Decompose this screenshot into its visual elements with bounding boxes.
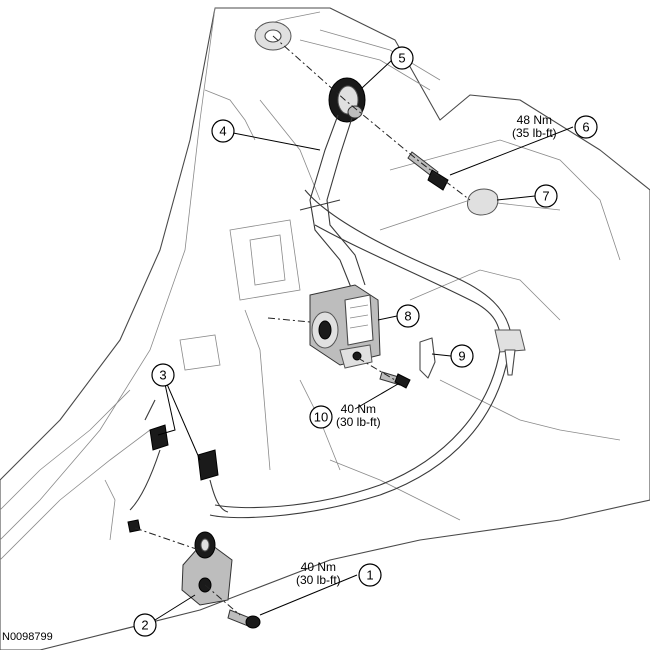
leader-lines bbox=[154, 59, 574, 621]
lower-anchor bbox=[181, 531, 261, 629]
torque-spec-item1: 40 Nm (30 lb-ft) bbox=[296, 561, 341, 587]
trim-clip bbox=[419, 337, 436, 379]
svg-text:2: 2 bbox=[141, 618, 148, 633]
svg-text:1: 1 bbox=[366, 568, 373, 583]
torque-spec-metric: 40 Nm bbox=[300, 560, 337, 574]
torque-spec-metric: 48 Nm bbox=[516, 113, 553, 127]
svg-text:4: 4 bbox=[219, 124, 226, 139]
retractor-bolt bbox=[379, 371, 411, 389]
torque-spec-imperial: (30 lb-ft) bbox=[296, 573, 341, 587]
lower-nut bbox=[127, 519, 141, 533]
callout-4: 4 bbox=[211, 119, 235, 143]
callout-7: 7 bbox=[534, 184, 558, 208]
figure-code: N0098799 bbox=[2, 631, 53, 643]
svg-text:3: 3 bbox=[159, 368, 166, 383]
svg-text:6: 6 bbox=[582, 120, 589, 135]
shoulder-belt-guide bbox=[328, 77, 366, 123]
torque-spec-item10: 40 Nm (30 lb-ft) bbox=[336, 403, 381, 429]
electrical-connectors bbox=[129, 399, 229, 513]
callout-1: 1 bbox=[358, 563, 382, 587]
belt-webbing bbox=[209, 114, 526, 519]
svg-text:10: 10 bbox=[314, 410, 328, 425]
callout-6: 6 bbox=[574, 115, 598, 139]
svg-text:8: 8 bbox=[404, 309, 411, 324]
callout-3: 3 bbox=[151, 363, 175, 387]
callout-10: 10 bbox=[309, 405, 333, 429]
callout-9: 9 bbox=[450, 344, 474, 368]
anchor-cover-cap bbox=[467, 188, 499, 216]
callout-2: 2 bbox=[133, 613, 157, 637]
torque-spec-imperial: (30 lb-ft) bbox=[336, 415, 381, 429]
torque-spec-item6: 48 Nm (35 lb-ft) bbox=[512, 114, 557, 140]
callout-8: 8 bbox=[396, 304, 420, 328]
torque-spec-metric: 40 Nm bbox=[340, 402, 377, 416]
torque-spec-imperial: (35 lb-ft) bbox=[512, 126, 557, 140]
svg-text:7: 7 bbox=[542, 189, 549, 204]
svg-text:5: 5 bbox=[398, 51, 405, 66]
callout-5: 5 bbox=[390, 46, 414, 70]
upper-anchor-bolt bbox=[407, 151, 449, 191]
alignment-axes bbox=[134, 35, 471, 616]
svg-text:9: 9 bbox=[458, 349, 465, 364]
retractor-assembly bbox=[309, 284, 381, 369]
